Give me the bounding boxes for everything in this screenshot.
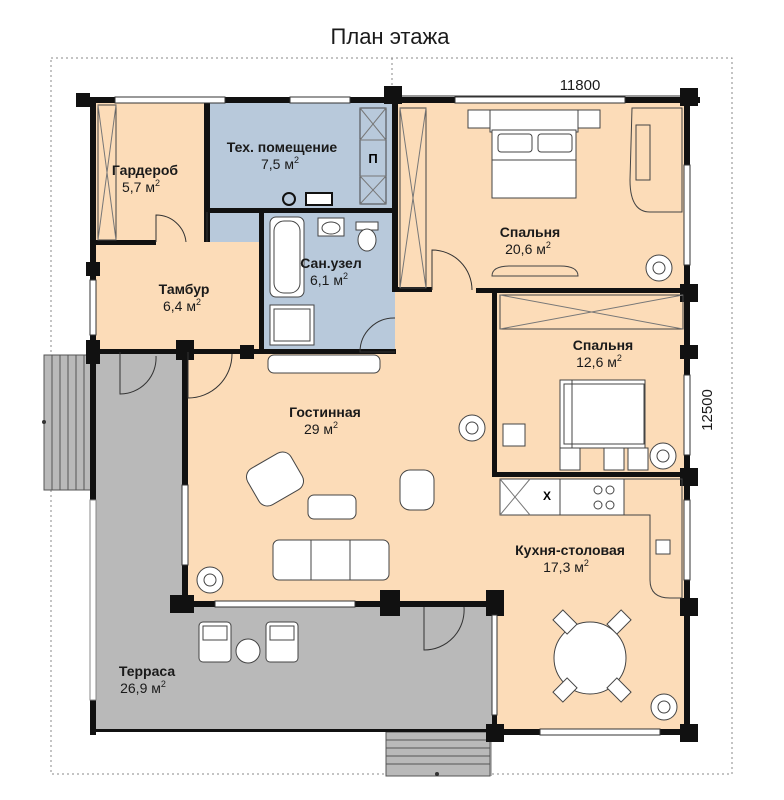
svg-text:7,5 м2: 7,5 м2 xyxy=(261,155,299,172)
area-unit-sup: 2 xyxy=(584,558,589,568)
tech-equipment: П xyxy=(282,151,378,206)
room-area: 6,1 м xyxy=(310,272,343,288)
plant-icons xyxy=(196,254,678,721)
bedroom1-furniture xyxy=(467,107,683,277)
room-label-tech: Тех. помещение 7,5 м2 xyxy=(227,139,338,172)
area-unit-sup: 2 xyxy=(333,420,338,430)
area-unit-sup: 2 xyxy=(294,155,299,165)
room-name: Тамбур xyxy=(159,281,210,297)
dimension-width: 11800 xyxy=(560,77,601,94)
room-area: 7,5 м xyxy=(261,156,294,172)
area-unit-sup: 2 xyxy=(343,271,348,281)
room-label-kitchen: Кухня-столовая 17,3 м2 xyxy=(515,542,625,575)
room-name: Терраса xyxy=(119,663,175,679)
tech-mark: П xyxy=(368,151,377,166)
bedroom2-furniture xyxy=(502,379,649,471)
room-label-terrace: Терраса 26,9 м2 xyxy=(119,663,175,696)
windows xyxy=(89,96,691,736)
room-area: 6,4 м xyxy=(163,298,196,314)
room-area: 12,6 м xyxy=(576,354,617,370)
svg-text:6,4 м2: 6,4 м2 xyxy=(163,297,201,314)
room-name: Тех. помещение xyxy=(227,139,338,155)
living-floors xyxy=(96,102,685,732)
svg-text:17,3 м2: 17,3 м2 xyxy=(543,558,589,575)
living-furniture xyxy=(246,354,435,581)
room-label-tambur: Тамбур 6,4 м2 xyxy=(159,281,210,314)
room-label-garderob: Гардероб 5,7 м2 xyxy=(112,162,179,195)
area-unit-sup: 2 xyxy=(196,297,201,307)
bathroom-fixtures xyxy=(269,216,379,346)
built-in-storage xyxy=(97,104,684,330)
room-area: 5,7 м xyxy=(122,179,155,195)
area-unit-sup: 2 xyxy=(546,240,551,250)
svg-text:6,1 м2: 6,1 м2 xyxy=(310,271,348,288)
room-label-living: Гостинная 29 м2 xyxy=(289,404,361,437)
room-name: Спальня xyxy=(573,337,633,353)
svg-text:29 м2: 29 м2 xyxy=(304,420,338,437)
svg-text:20,6 м2: 20,6 м2 xyxy=(505,240,551,257)
room-name: Гостинная xyxy=(289,404,361,420)
area-unit-sup: 2 xyxy=(161,679,166,689)
room-name: Спальня xyxy=(500,224,560,240)
room-label-bedroom2: Спальня 12,6 м2 xyxy=(573,337,633,370)
room-area: 20,6 м xyxy=(505,241,546,257)
room-area: 17,3 м xyxy=(543,559,584,575)
entry-stairs xyxy=(42,354,95,491)
plan-title: План этажа xyxy=(331,24,451,49)
doors xyxy=(119,212,473,651)
svg-text:26,9 м2: 26,9 м2 xyxy=(120,679,166,696)
room-area: 29 м xyxy=(304,421,333,437)
room-area: 26,9 м xyxy=(120,680,161,696)
svg-text:5,7 м2: 5,7 м2 xyxy=(122,178,160,195)
area-unit-sup: 2 xyxy=(617,353,622,363)
svg-text:12,6 м2: 12,6 м2 xyxy=(576,353,622,370)
terrace-furniture xyxy=(198,621,299,664)
room-name: Гардероб xyxy=(112,162,179,178)
room-label-bedroom1: Спальня 20,6 м2 xyxy=(500,224,560,257)
fridge-mark: Х xyxy=(543,489,551,503)
room-name: Кухня-столовая xyxy=(515,542,625,558)
kitchen-furniture: Х xyxy=(499,478,683,703)
area-unit-sup: 2 xyxy=(155,178,160,188)
dimension-depth: 12500 xyxy=(699,389,716,431)
terrace-steps xyxy=(385,731,491,777)
room-name: Сан.узел xyxy=(300,255,361,271)
room-label-bath: Сан.узел 6,1 м2 xyxy=(300,255,361,288)
